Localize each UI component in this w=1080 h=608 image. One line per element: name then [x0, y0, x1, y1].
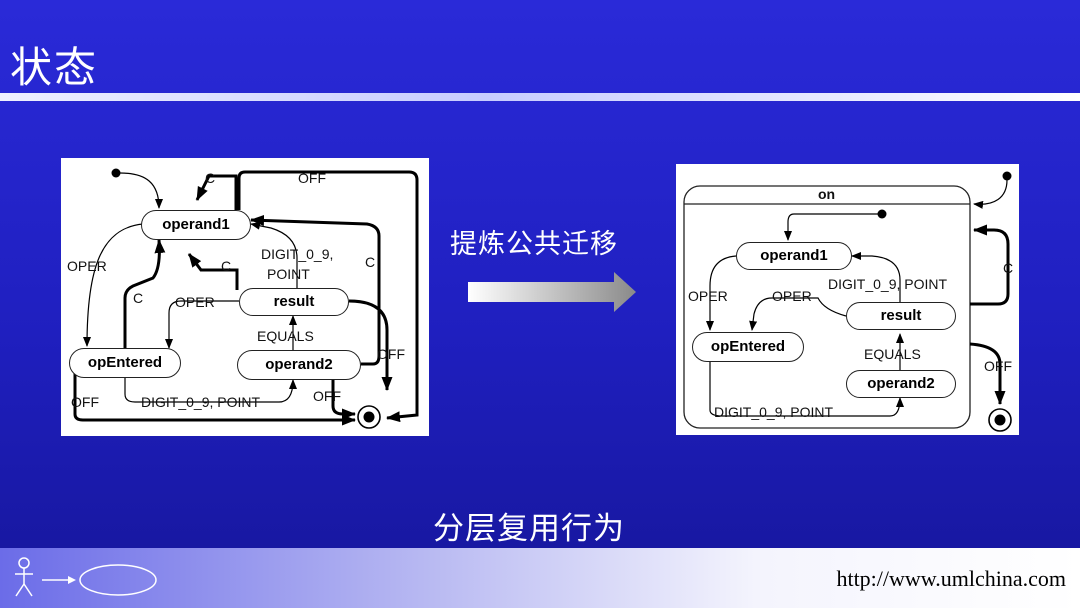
label-equals: EQUALS [257, 328, 314, 344]
title-divider [0, 93, 1080, 101]
slide-title: 状态 [10, 43, 99, 92]
state-operand1: operand1 [736, 242, 852, 270]
superstate-label: on [818, 186, 836, 202]
label-oper-left: OPER [688, 288, 728, 304]
refactor-caption: 提炼公共迁移 [450, 229, 618, 260]
label-off-bottom-left: OFF [71, 394, 99, 410]
state-opentered: opEntered [692, 332, 804, 362]
label-oper-mid: OPER [772, 288, 812, 304]
transform-arrow-icon [468, 272, 636, 312]
label-equals: EQUALS [864, 346, 921, 362]
label-off-top: OFF [298, 170, 326, 186]
state-operand1: operand1 [141, 210, 251, 240]
state-operand2: operand2 [846, 370, 956, 398]
label-off-right: OFF [984, 358, 1012, 374]
flat-statechart-diagram: operand1 opEntered result operand2 C OFF… [61, 158, 429, 436]
footer-bar: http://www.umlchina.com [0, 548, 1080, 608]
flat-statechart-edges [73, 168, 419, 429]
label-point-top: POINT [267, 266, 310, 282]
label-digit-top: DIGIT_0_9, [261, 246, 334, 262]
state-opentered: opEntered [69, 348, 181, 378]
label-c-mid: C [221, 258, 232, 274]
label-digit-bottom: DIGIT_0_9, POINT [714, 404, 834, 420]
label-digit-top: DIGIT_0_9, POINT [828, 276, 948, 292]
bottom-caption: 分层复用行为 [433, 511, 625, 547]
label-oper-left: OPER [67, 258, 107, 274]
label-off-bottom-right: OFF [313, 388, 341, 404]
label-c-right: C [1003, 260, 1014, 276]
footer-url[interactable]: http://www.umlchina.com [836, 566, 1066, 591]
uml-actor-usecase-logo-icon [15, 557, 157, 597]
label-c-left: C [133, 290, 144, 306]
label-c-top: C [205, 170, 216, 186]
hierarchical-statechart-diagram: on operand1 opEntered result operand2 DI… [676, 164, 1019, 435]
label-oper-mid: OPER [175, 294, 215, 310]
state-result: result [239, 288, 349, 316]
state-result: result [846, 302, 956, 330]
label-c-right: C [365, 254, 376, 270]
label-off-right: OFF [377, 346, 405, 362]
state-operand2: operand2 [237, 350, 361, 380]
label-digit-bottom: DIGIT_0_9, POINT [141, 394, 261, 410]
